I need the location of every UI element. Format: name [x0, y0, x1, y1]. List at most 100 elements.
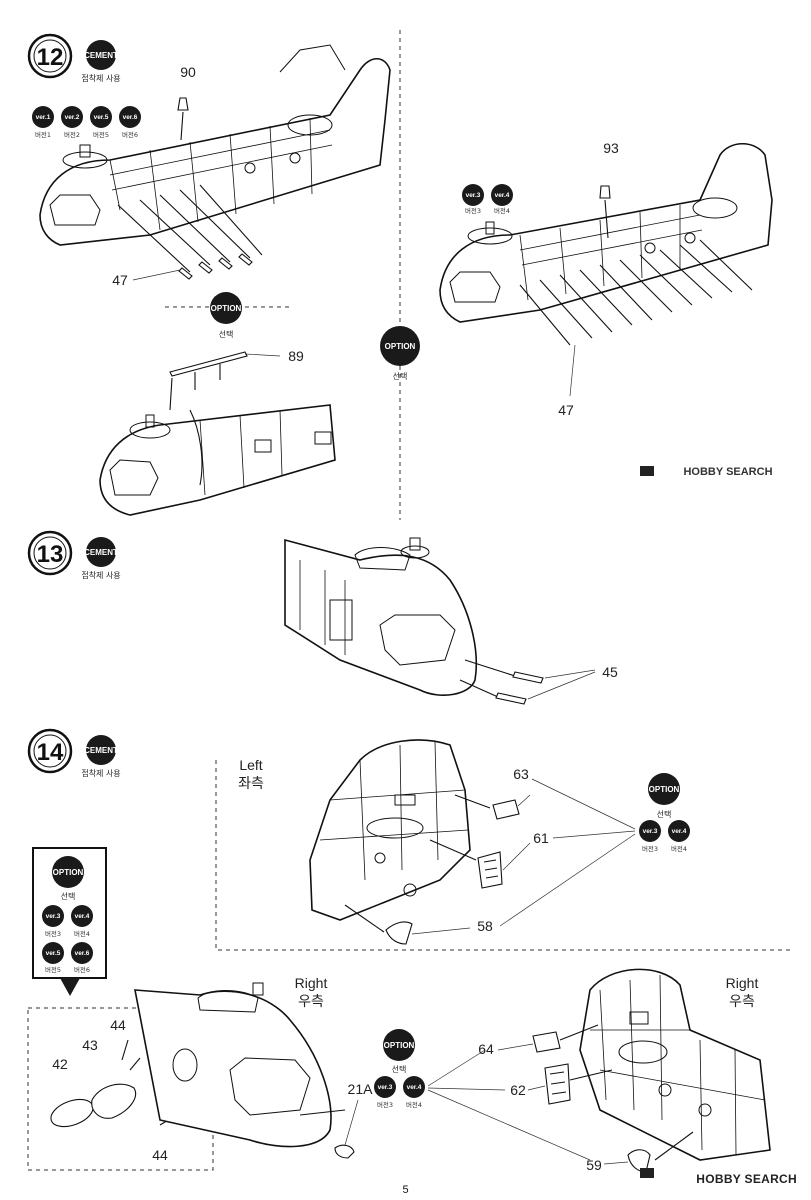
- ver1-badge: ver.1: [36, 114, 51, 121]
- step-12-version-badges-right: ver.3 버전3 ver.4 버전4: [462, 184, 513, 215]
- part-label-21a: 21A: [348, 1081, 374, 1097]
- step-circle: [27, 33, 73, 79]
- step-12-version-badges: ver.1 버전1 ver.2 버전2 ver.5 버전5 ver.6 버전6: [32, 106, 141, 139]
- parts-42-43-44: [50, 1039, 206, 1128]
- step-number: 14: [37, 739, 64, 766]
- helicopter-rear-right: [579, 968, 771, 1161]
- parts-64-62-59: [532, 1024, 694, 1173]
- ver3-badge: ver.3: [466, 192, 481, 199]
- side-label-right-ko-1: 우측: [298, 993, 324, 1009]
- part-label-44-top: 44: [110, 1017, 126, 1033]
- svg-text:접착제 사용: 접착제 사용: [81, 768, 120, 778]
- part-label-43: 43: [82, 1037, 98, 1053]
- svg-text:버전3: 버전3: [642, 844, 658, 853]
- part-label-61: 61: [533, 830, 549, 846]
- step-13-header: 13 CEMENT 접착제 사용: [27, 530, 121, 580]
- part-47-rods-b: [519, 239, 753, 346]
- svg-text:ver.5: ver.5: [46, 950, 61, 957]
- svg-text:OPTION: OPTION: [384, 1041, 415, 1050]
- svg-text:선택: 선택: [61, 891, 76, 901]
- part-label-58: 58: [477, 918, 493, 934]
- parts-63-61-58: [344, 794, 520, 945]
- option-badge-left-panel: OPTION 선택 ver.3 버전3 ver.4 버전4: [639, 773, 690, 853]
- ver6-caption: 버전6: [122, 130, 138, 139]
- ver5-caption: 버전5: [93, 130, 109, 139]
- step-number: 12: [37, 44, 64, 71]
- part-label-44-bottom: 44: [152, 1147, 168, 1163]
- part-label-45: 45: [602, 664, 618, 680]
- ver6-badge: ver.6: [123, 114, 138, 121]
- step-14-header: 14 CEMENT 접착제 사용: [27, 728, 121, 778]
- side-label-right-en-1: Right: [295, 975, 328, 991]
- svg-text:버전4: 버전4: [671, 844, 687, 853]
- helicopter-fuselage-b: [439, 142, 773, 323]
- helicopter-nose-option: [99, 404, 336, 516]
- side-label-right-en-2: Right: [726, 975, 759, 991]
- option-badge-center: OPTION 선택: [380, 326, 420, 381]
- svg-text:버전4: 버전4: [494, 206, 510, 215]
- cement-badge: [86, 40, 116, 70]
- option-badge-upper: OPTION 선택: [210, 292, 242, 339]
- side-label-right-ko-2: 우측: [729, 993, 755, 1009]
- svg-text:ver.4: ver.4: [407, 1084, 422, 1091]
- svg-text:선택: 선택: [392, 1064, 407, 1074]
- side-label-left-en: Left: [239, 757, 262, 773]
- svg-text:ver.3: ver.3: [378, 1084, 393, 1091]
- svg-text:버전5: 버전5: [45, 965, 61, 974]
- part-45-pitots: [459, 659, 544, 705]
- svg-text:버전3: 버전3: [45, 929, 61, 938]
- svg-text:ver.3: ver.3: [643, 828, 658, 835]
- svg-text:선택: 선택: [393, 371, 408, 381]
- option-label: OPTION: [211, 304, 242, 313]
- svg-text:OPTION: OPTION: [385, 342, 416, 351]
- part-label-47-a: 47: [112, 272, 128, 288]
- ver1-caption: 버전1: [35, 130, 51, 139]
- left-subpanel-border: [215, 760, 790, 951]
- watermark-upper: HOBBY SEARCH: [683, 466, 772, 478]
- option-callout-box: OPTION 선택 ver.3 버전3 ver.4 버전4 ver.5 버전5 …: [32, 847, 107, 996]
- watermark-lower: HOBBY SEARCH: [696, 1172, 797, 1186]
- svg-text:ver.6: ver.6: [75, 950, 90, 957]
- svg-text:접착제 사용: 접착제 사용: [81, 570, 120, 580]
- part-21a: [334, 1099, 359, 1159]
- part-label-90: 90: [180, 64, 196, 80]
- cement-label: CEMENT: [84, 51, 118, 60]
- part-label-63: 63: [513, 766, 529, 782]
- svg-text:선택: 선택: [657, 809, 672, 819]
- part-label-59: 59: [586, 1157, 602, 1173]
- svg-text:버전4: 버전4: [406, 1100, 422, 1109]
- option-badge-lower: OPTION 선택 ver.3 버전3 ver.4 버전4: [374, 1029, 425, 1109]
- helicopter-rear-left: [309, 739, 471, 921]
- svg-text:ver.4: ver.4: [672, 828, 687, 835]
- svg-text:버전4: 버전4: [74, 929, 90, 938]
- part-label-89: 89: [288, 348, 304, 364]
- part-label-47-b: 47: [558, 402, 574, 418]
- part-label-62: 62: [510, 1082, 526, 1098]
- part-90: [177, 97, 189, 141]
- ver4-badge: ver.4: [495, 192, 510, 199]
- svg-text:버전3: 버전3: [465, 206, 481, 215]
- option-caption: 선택: [219, 329, 234, 339]
- svg-text:OPTION: OPTION: [649, 785, 680, 794]
- svg-text:ver.3: ver.3: [46, 913, 61, 920]
- side-label-left-ko: 좌측: [238, 775, 264, 791]
- ver5-badge: ver.5: [94, 114, 109, 121]
- part-93: [599, 185, 611, 239]
- ver2-caption: 버전2: [64, 130, 80, 139]
- svg-text:OPTION: OPTION: [53, 868, 84, 877]
- part-label-64: 64: [478, 1041, 494, 1057]
- ver2-badge: ver.2: [65, 114, 80, 121]
- part-label-42: 42: [52, 1056, 68, 1072]
- svg-text:ver.4: ver.4: [75, 913, 90, 920]
- page-number: 5: [402, 1184, 409, 1196]
- svg-text:버전3: 버전3: [377, 1100, 393, 1109]
- step-number: 13: [37, 541, 64, 568]
- hobbysearch-logo-icon: [640, 466, 654, 1178]
- svg-text:버전6: 버전6: [74, 965, 90, 974]
- helicopter-nose-step13: [284, 537, 478, 696]
- part-47-rods-a: [117, 184, 263, 280]
- helicopter-nose-right: [134, 982, 346, 1148]
- part-89: [169, 351, 248, 486]
- svg-text:CEMENT: CEMENT: [84, 548, 118, 557]
